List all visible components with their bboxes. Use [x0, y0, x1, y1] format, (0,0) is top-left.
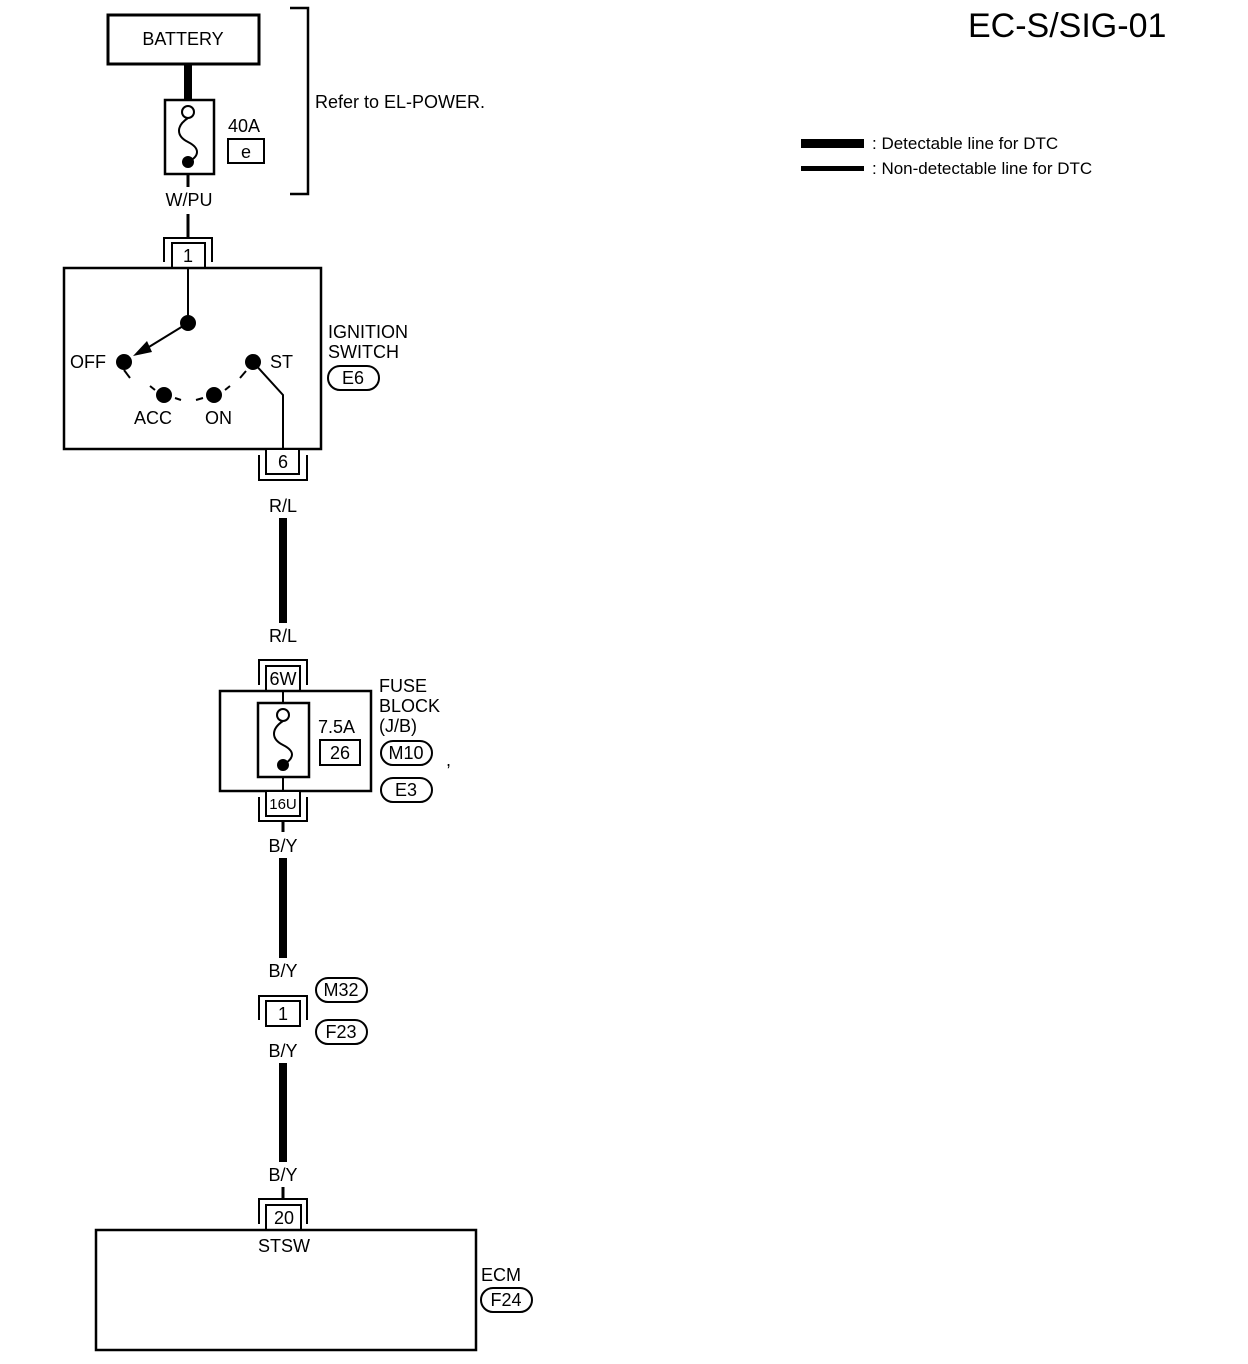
main-fuse: 40A e — [163, 98, 265, 176]
wire-label-w-pu: W/PU — [166, 190, 213, 210]
ign-arc-dash — [149, 385, 156, 391]
battery-label: BATTERY — [142, 29, 223, 49]
fb-fuse-rating: 7.5A — [318, 717, 355, 737]
legend: : Detectable line for DTC : Non-detectab… — [801, 134, 1092, 178]
fb-connector2-oval — [380, 777, 433, 803]
ign-name-line1: IGNITION — [328, 322, 408, 342]
ign-pos-acc: ACC — [134, 408, 172, 428]
ign-pin-in-box — [171, 242, 206, 269]
ign-arc-dash — [195, 397, 204, 401]
ign-pin-out-box — [265, 448, 300, 475]
ign-pos-st: ST — [270, 352, 293, 372]
ign-pin-out: 6 — [278, 452, 288, 472]
ign-switch-arrow-icon — [133, 341, 152, 356]
fb-name-line1: FUSE — [379, 676, 427, 696]
ign-st-lead — [252, 361, 284, 449]
fb-fuse-no-box — [319, 739, 361, 766]
fb-fuse-no: 26 — [330, 743, 350, 763]
wire-label-b-y-2: B/Y — [268, 961, 297, 981]
fb-fuse-top-terminal — [276, 708, 290, 722]
jc-pin-box — [265, 1000, 301, 1027]
fb-name-line2: BLOCK — [379, 696, 440, 716]
jc-conn-top: M32 — [323, 980, 358, 1000]
joint-connector: 1 M32 F23 — [258, 977, 368, 1045]
ign-pos-on: ON — [205, 408, 232, 428]
refer-bracket — [290, 6, 310, 196]
fb-pin-in-box — [265, 665, 301, 692]
main-fuse-element-icon — [178, 117, 198, 163]
main-fuse-rating: 40A — [228, 116, 260, 136]
ign-arc-dash — [239, 370, 247, 379]
main-fuse-id: e — [241, 142, 251, 162]
wire-label-r-l-top: R/L — [269, 496, 297, 516]
ecm-terminal: STSW — [258, 1236, 310, 1256]
jc-conn-top-oval — [315, 977, 368, 1003]
wire-label-b-y-3: B/Y — [268, 1041, 297, 1061]
fb-connector1: M10 — [388, 743, 423, 763]
ignition-switch: 1 OFF ACC ON ST IGNITION SWITCH E6 6 — [62, 237, 408, 481]
jc-conn-bottom-oval — [315, 1019, 368, 1045]
ign-connector-oval — [327, 365, 380, 391]
fb-pin-in-shell — [258, 659, 308, 685]
fb-pin-in: 6W — [270, 669, 297, 689]
ecm: 20 STSW ECM F24 — [94, 1198, 533, 1352]
fb-separator: , — [446, 750, 451, 770]
main-fuse-top-terminal — [181, 105, 195, 119]
legend-detectable-label: : Detectable line for DTC — [872, 134, 1058, 153]
ecm-name: ECM — [481, 1265, 521, 1285]
battery: BATTERY — [106, 13, 261, 66]
legend-non-detectable-label: : Non-detectable line for DTC — [872, 159, 1092, 178]
legend-detectable-swatch — [801, 139, 864, 148]
ign-contact-acc — [156, 387, 172, 403]
fb-fuse-element-icon — [273, 720, 293, 766]
ecm-pin: 20 — [274, 1208, 294, 1228]
ecm-pin-shell — [258, 1198, 308, 1224]
legend-non-detectable-swatch — [801, 166, 864, 171]
ecm-box — [94, 1228, 478, 1352]
fb-name-line3: (J/B) — [379, 716, 417, 736]
wire-label-b-y-1: B/Y — [268, 836, 297, 856]
wire-label-b-y-4: B/Y — [268, 1165, 297, 1185]
ign-pin-in-shell — [163, 237, 213, 262]
fb-connector1-oval — [380, 740, 433, 766]
ign-pin-in: 1 — [183, 246, 193, 266]
fb-pin-out: 16U — [269, 796, 297, 813]
ign-pos-off: OFF — [70, 352, 106, 372]
ign-arc-dash — [123, 369, 131, 379]
jc-pin: 1 — [278, 1004, 288, 1024]
ign-switch-arm — [143, 322, 189, 351]
ign-contact-on — [206, 387, 222, 403]
fb-connector2: E3 — [395, 780, 417, 800]
ign-contact-off — [116, 354, 132, 370]
ign-pin-out-shell — [258, 455, 308, 481]
ignition-switch-box — [62, 266, 323, 451]
refer-note: Refer to EL-POWER. — [315, 92, 485, 112]
jc-shell — [258, 995, 308, 1020]
wire-label-r-l-bottom: R/L — [269, 626, 297, 646]
main-fuse-bottom-terminal — [182, 156, 194, 168]
ign-connector: E6 — [342, 368, 364, 388]
ign-arc-dash — [224, 385, 231, 391]
ecm-connector-oval — [480, 1287, 533, 1313]
fuse-block: 6W 7.5A 26 FUSE BLOCK (J/B) M10 , E3 16U — [218, 659, 451, 822]
diagram-title: EC-S/SIG-01 — [968, 7, 1166, 45]
ign-arc-dash — [174, 397, 182, 401]
fb-fuse-bottom-terminal — [277, 759, 289, 771]
battery-box — [106, 13, 261, 66]
fb-pin-out-box — [265, 790, 301, 817]
ecm-connector: F24 — [490, 1290, 521, 1310]
main-fuse-id-box — [227, 138, 265, 164]
jc-conn-bottom: F23 — [325, 1022, 356, 1042]
ign-name-line2: SWITCH — [328, 342, 399, 362]
